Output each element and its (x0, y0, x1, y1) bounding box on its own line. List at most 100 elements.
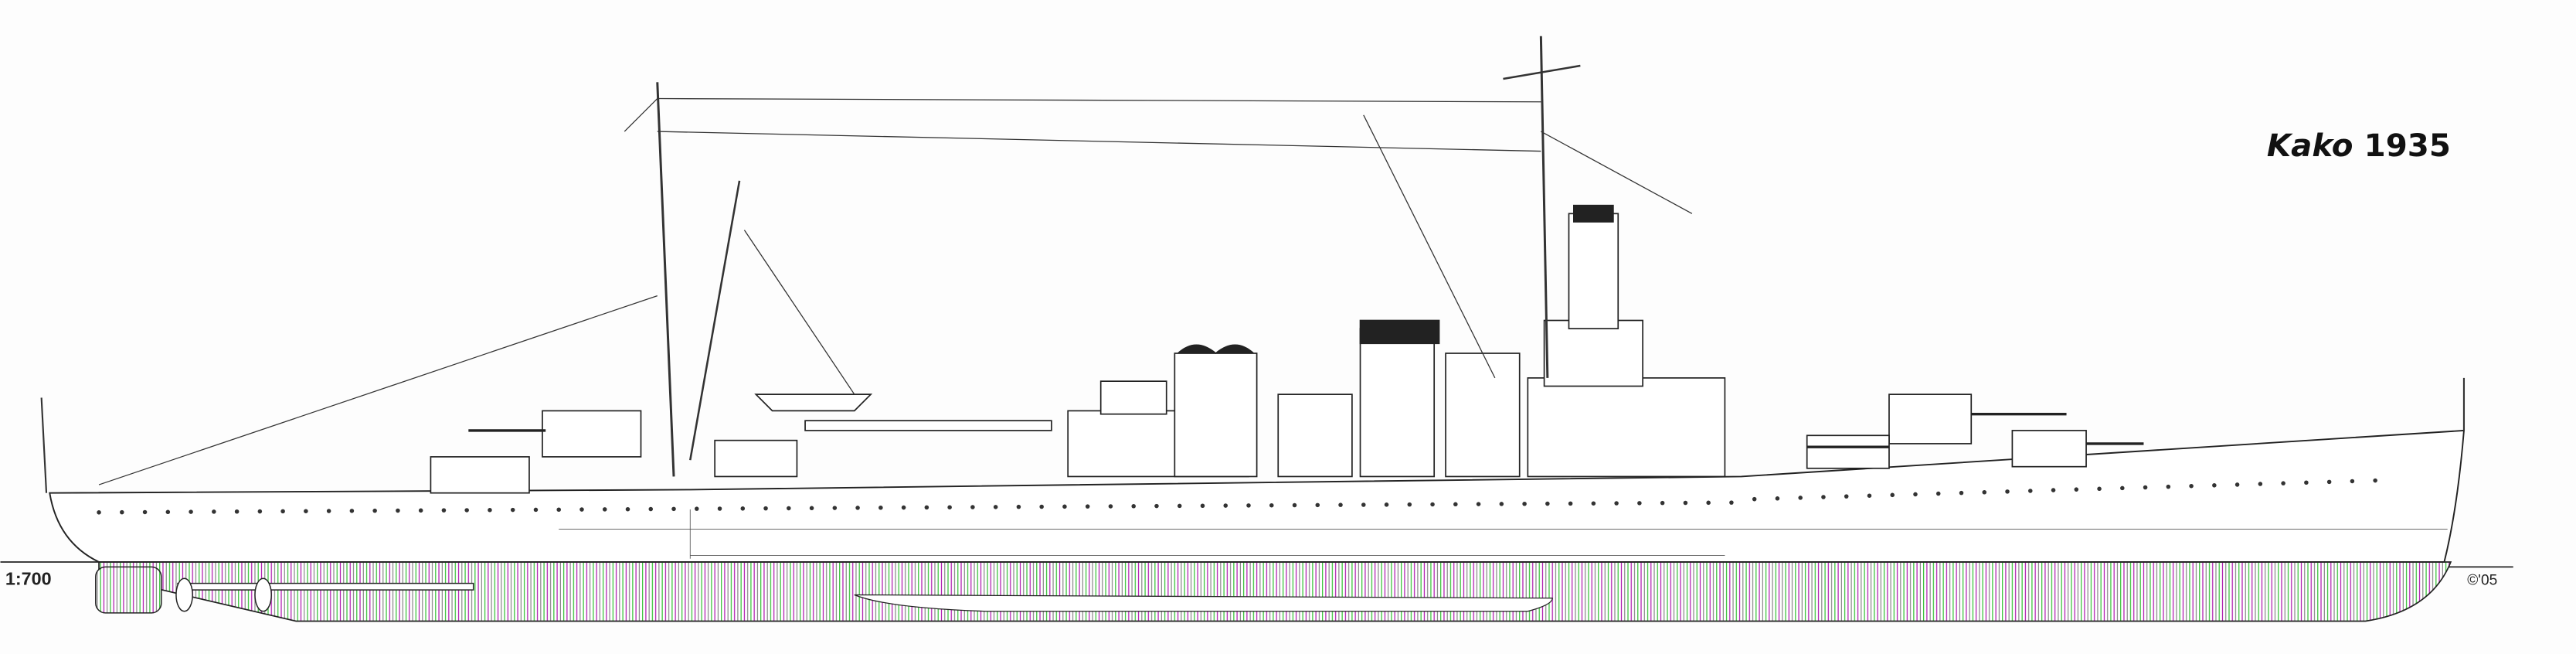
porthole (1660, 500, 1665, 506)
porthole (695, 506, 699, 511)
porthole (396, 508, 400, 513)
porthole (464, 508, 469, 513)
porthole (671, 506, 676, 512)
porthole (1890, 492, 1895, 498)
porthole (142, 509, 148, 515)
masts-rigging (40, 36, 2466, 493)
porthole (1361, 502, 1366, 507)
porthole (1545, 501, 1550, 506)
porthole (1614, 501, 1619, 506)
porthole (2028, 489, 2033, 493)
porthole (1706, 500, 1711, 506)
porthole (212, 509, 216, 514)
bilge-keel (854, 594, 1553, 612)
porthole (1200, 503, 1205, 509)
propeller-shafts (175, 577, 474, 612)
porthole (2234, 482, 2240, 487)
porthole (1637, 501, 1642, 506)
porthole (1131, 504, 1136, 509)
porthole (1246, 503, 1251, 508)
porthole (304, 509, 308, 513)
porthole (2258, 482, 2263, 486)
porthole (1844, 494, 1849, 499)
porthole (1683, 500, 1688, 506)
copyright-label: ©'05 (2467, 573, 2497, 589)
porthole (2350, 479, 2355, 484)
portholes (97, 478, 2377, 515)
porthole (1453, 502, 1458, 507)
porthole (1269, 502, 1274, 508)
porthole (878, 505, 883, 510)
porthole (349, 509, 355, 513)
porthole (234, 509, 240, 514)
porthole (763, 506, 768, 511)
porthole (947, 505, 952, 509)
porthole (602, 507, 607, 512)
porthole (1959, 490, 1964, 496)
porthole (970, 505, 975, 509)
porthole (280, 509, 285, 514)
porthole (1223, 503, 1228, 508)
porthole (832, 506, 838, 510)
porthole (1062, 504, 1067, 509)
porthole (556, 507, 561, 513)
porthole (1568, 501, 1573, 506)
porthole (1430, 502, 1435, 507)
porthole (740, 506, 746, 511)
porthole (1729, 500, 1734, 505)
porthole (1407, 502, 1412, 507)
porthole (418, 508, 423, 513)
porthole (579, 507, 584, 512)
porthole (1867, 493, 1872, 498)
porthole (1499, 502, 1504, 506)
porthole (1384, 502, 1389, 507)
porthole (97, 510, 101, 515)
porthole (533, 507, 539, 513)
porthole (2166, 484, 2171, 489)
porthole (1522, 501, 1527, 506)
porthole (924, 505, 929, 510)
underwater-hull (98, 561, 2452, 622)
porthole (1476, 502, 1481, 506)
porthole (120, 509, 124, 515)
porthole (625, 506, 630, 512)
porthole (1154, 503, 1159, 509)
porthole (1108, 504, 1113, 509)
porthole (372, 508, 377, 513)
porthole (1821, 495, 1826, 499)
porthole (441, 508, 447, 513)
porthole (1177, 503, 1182, 509)
catapult (754, 393, 1052, 431)
porthole (1315, 502, 1320, 508)
porthole (1982, 489, 1987, 495)
porthole (2005, 489, 2010, 494)
porthole (901, 505, 906, 510)
porthole (510, 507, 515, 513)
porthole (2373, 478, 2377, 483)
porthole (717, 506, 722, 511)
porthole (855, 506, 860, 510)
porthole (2326, 479, 2332, 485)
porthole (1016, 504, 1021, 509)
porthole (809, 506, 814, 511)
porthole (2281, 481, 2285, 485)
porthole (2051, 488, 2056, 492)
rudder (95, 566, 162, 614)
porthole (2189, 483, 2194, 489)
porthole (1338, 502, 1343, 507)
porthole (1085, 504, 1090, 509)
porthole (2074, 487, 2079, 492)
scale-label: 1:700 (5, 569, 52, 589)
porthole (257, 509, 263, 514)
porthole (1775, 496, 1780, 501)
porthole (1752, 496, 1757, 502)
porthole (2097, 486, 2102, 492)
porthole (648, 506, 654, 512)
porthole (2120, 485, 2125, 491)
drawing-title: Kako 1935 (2267, 128, 2451, 164)
porthole (993, 505, 998, 509)
porthole (1798, 496, 1803, 500)
porthole (165, 509, 171, 515)
porthole (1913, 492, 1918, 497)
